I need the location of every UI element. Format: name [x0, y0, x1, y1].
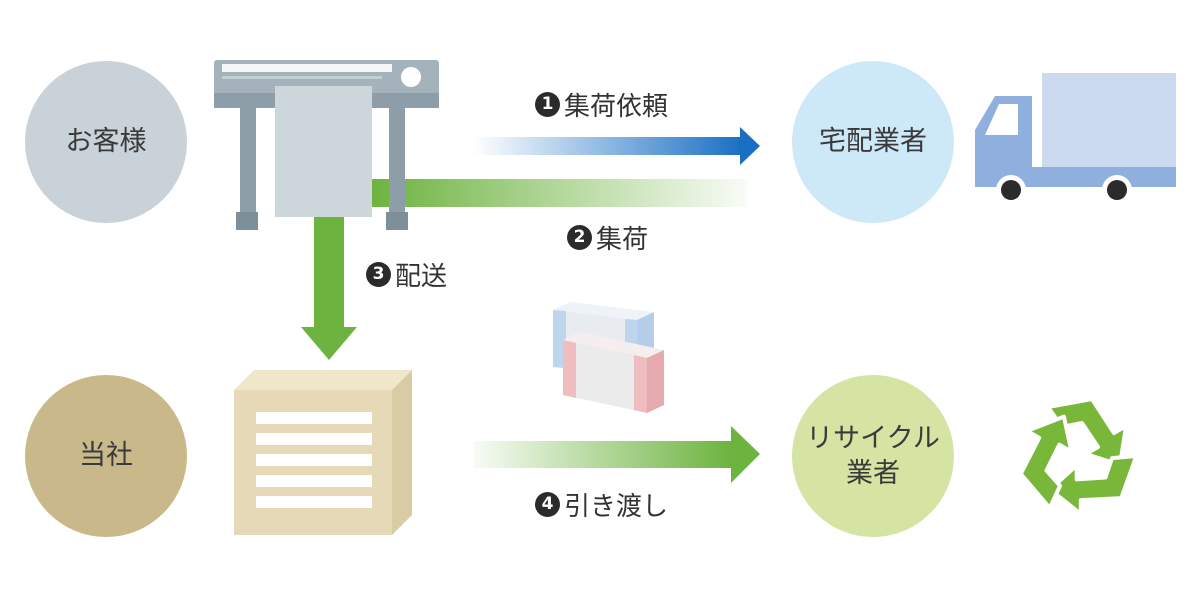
node-recycler: リサイクル 業者	[792, 375, 954, 537]
recycle-icon	[1018, 397, 1139, 517]
node-company: 当社	[25, 375, 187, 537]
step-4-number-badge: 4	[535, 492, 560, 517]
step-3-label: 3 配送	[366, 256, 447, 293]
node-customer: お客様	[25, 61, 187, 223]
node-recycler-label-line2: 業者	[846, 458, 900, 489]
step-1-label: 1 集荷依頼	[535, 86, 668, 123]
node-courier-label: 宅配業者	[819, 126, 927, 158]
arrow-handover	[474, 426, 760, 483]
step-1-text: 集荷依頼	[564, 92, 669, 122]
step-1-number-badge: 1	[535, 92, 560, 117]
step-2-text: 集荷	[596, 225, 649, 255]
arrow-delivery	[301, 215, 357, 360]
ink-cartridge-icon	[553, 302, 664, 413]
step-3-number-badge: 3	[366, 262, 391, 287]
node-company-label: 当社	[79, 440, 133, 472]
arrow-request-pickup	[474, 127, 760, 165]
printer-icon	[214, 60, 439, 230]
node-recycler-label-line1: リサイクル	[806, 422, 940, 454]
step-4-text: 引き渡し	[564, 492, 669, 522]
step-4-label: 4 引き渡し	[535, 486, 668, 523]
warehouse-icon	[234, 370, 412, 535]
step-3-text: 配送	[395, 262, 448, 292]
step-2-number-badge: 2	[567, 225, 592, 250]
step-2-label: 2 集荷	[567, 219, 648, 256]
truck-icon	[975, 73, 1176, 205]
node-courier: 宅配業者	[792, 61, 954, 223]
node-customer-label: お客様	[65, 126, 147, 158]
arrow-pickup	[372, 179, 748, 207]
